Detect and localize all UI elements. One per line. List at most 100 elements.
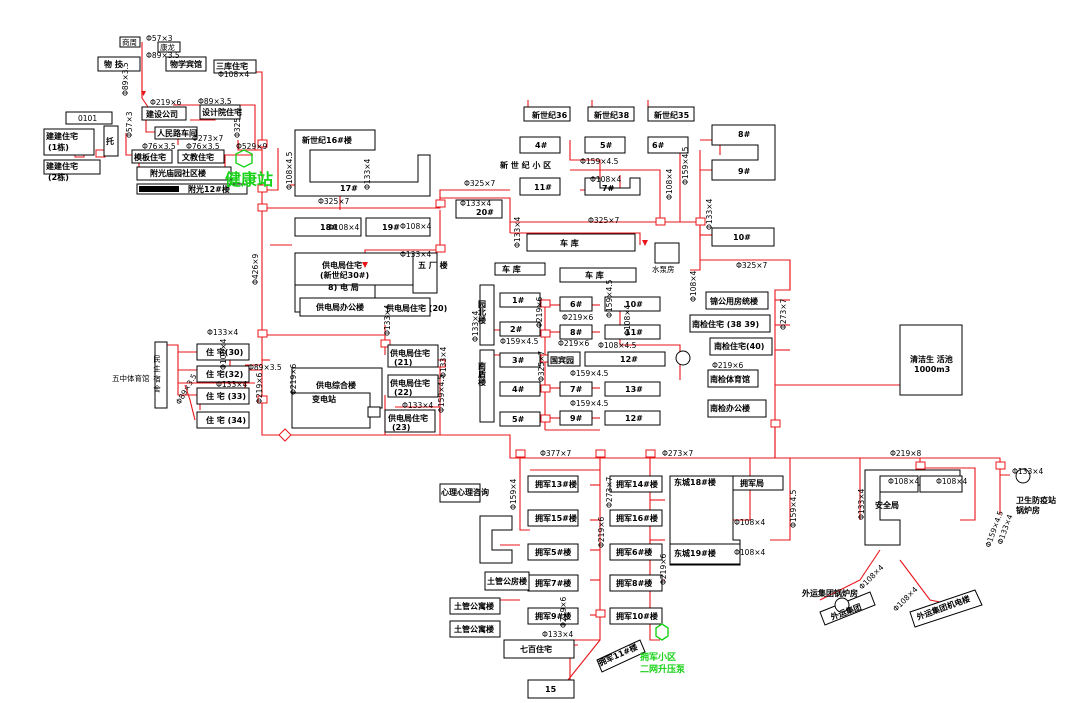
label-b_13: 13# xyxy=(625,385,643,394)
label-b_wuzhong: 五中体育馆 xyxy=(112,373,150,383)
label-b_8: 8# xyxy=(738,130,751,139)
pipe-label-34: Φ108×4 xyxy=(590,175,622,184)
pipe-label-68: Φ108×4 xyxy=(936,477,968,486)
label-b_xinshi35: 新世纪35 xyxy=(654,110,690,120)
pipe-label-13: Φ133×4 xyxy=(363,158,372,190)
label-b_3: 3# xyxy=(512,356,525,365)
pump-hexagon-icon xyxy=(655,623,669,641)
label-b_gongdian_zhu23: 供电局住宅 xyxy=(387,413,428,423)
pipe-label-44: Φ133×4 xyxy=(471,310,480,342)
label-b_zhuzhu1b: (1栋) xyxy=(48,142,69,152)
flow-arrow-icon xyxy=(642,240,648,246)
label-b_gongdian_zhu20: 供电局住宅 (20) xyxy=(385,303,447,313)
pipe-label-47: Φ219×6 xyxy=(535,296,544,328)
flow-arrow-icon xyxy=(362,262,368,268)
label-b_guoyu: 国宾园 xyxy=(550,355,574,365)
label-b_sheji: 设计院住宅 xyxy=(202,107,242,117)
label-b_6: 6# xyxy=(652,141,665,150)
pipe-label-63: Φ108×4 xyxy=(734,518,766,527)
label-b_4b: 4# xyxy=(512,385,525,394)
label-b_renmin: 人民路车间 xyxy=(157,128,197,138)
label-b_zhu34: 住 宅 (34) xyxy=(206,415,246,425)
pipe-label-30: Φ159×4.5 xyxy=(437,374,446,413)
label-b_10: 10# xyxy=(733,233,751,242)
pipe-label-7: Φ273×7 xyxy=(192,134,224,143)
pipe-label-66: Φ108×4 xyxy=(888,477,920,486)
pipe-label-1: Φ89×3.5 xyxy=(146,51,180,60)
pipe-size-labels: Φ57×3 Φ89×3.5 Φ108×4 Φ89×3.5 Φ219×6 Φ89×… xyxy=(121,34,1044,639)
label-b_water2: 1000m3 xyxy=(914,365,950,374)
buildings xyxy=(43,36,1031,699)
label-b_gongdian_zhu23b: (23) xyxy=(392,423,410,432)
pipe-label-57: Φ159×4 xyxy=(509,478,518,510)
label-b_shang2: 物 技 xyxy=(104,59,124,69)
label-b_jiang: 模板住宅 xyxy=(134,152,166,162)
pipe-label-5: Φ89×3.5 xyxy=(198,97,232,106)
label-b_fuguang2: 附光12#楼 xyxy=(188,184,230,194)
label-b_zhu33: 住 宅 (33) xyxy=(206,391,246,401)
label-b_xinshi16: 新世纪16#楼 xyxy=(302,135,352,145)
pipe-label-39: Φ325×7 xyxy=(736,261,768,270)
label-b_yajun15: 拥军15#楼 xyxy=(535,513,577,523)
flow-arrow-icon xyxy=(141,91,146,96)
label-b_18: 18# xyxy=(320,223,338,232)
pipe-label-50: Φ159×4.5 xyxy=(570,369,609,378)
pipe-label-6: Φ57×3 xyxy=(125,111,134,138)
pipe-label-67: Φ133×4 xyxy=(857,488,866,520)
label-b_dongcheng19: 东城19#楼 xyxy=(674,548,716,558)
label-b_7: 7# xyxy=(602,184,615,193)
label-b_10b: 10# xyxy=(625,300,643,309)
pipe-label-48: Φ108×4.5 xyxy=(598,341,637,350)
label-b_yajun5: 拥军5#楼 xyxy=(535,547,571,557)
pipe-label-3: Φ89×3.5 xyxy=(121,62,130,96)
label-b_tuguan2: 土管公寓楼 xyxy=(454,601,494,611)
pipe-label-27: Φ219×6 xyxy=(289,363,298,395)
label-b_tuguan1: 土管公房楼 xyxy=(487,576,527,586)
label-b_20: 20# xyxy=(476,208,494,217)
label-b_biandian: 变电站 xyxy=(312,394,336,404)
label-b_zhuzhu2b: (2栋) xyxy=(48,172,69,182)
label-b_zhuzhu1: 建建住宅 xyxy=(45,131,78,141)
pipe-label-19: Φ133×4 xyxy=(400,250,432,259)
pipe-label-51: Φ159×4.5 xyxy=(570,399,609,408)
label-b_gongdian_right: 五 厂 楼 xyxy=(418,260,448,270)
health-station-label: 健康站 xyxy=(225,170,273,189)
yajun-label-line1: 拥军小区 xyxy=(640,651,676,663)
pipe-label-32: Φ159×4.5 xyxy=(580,157,619,166)
label-b_waiyun: 外运集团锅炉房 xyxy=(802,588,858,598)
pipe-label-12: Φ108×4.5 xyxy=(285,151,294,190)
label-b_wenhua: 文教住宅 xyxy=(182,152,214,162)
pipe-label-26: Φ133×4 xyxy=(216,380,248,389)
pipe-label-28: Φ219×6 xyxy=(255,372,264,404)
pipe-label-40: Φ108×4 xyxy=(689,270,698,302)
label-b_zhuzhu2: 建建住宅 xyxy=(45,161,78,171)
pipe-label-17: Φ108×4 xyxy=(328,223,360,232)
label-b_12: 12# xyxy=(620,355,638,364)
label-b_5: 5# xyxy=(600,141,613,150)
label-b_kanglong: 康龙 xyxy=(160,42,175,52)
label-b_19: 19# xyxy=(382,223,400,232)
health-station: 健康站 xyxy=(225,149,273,189)
label-b_gongdian_zhu22b: (22) xyxy=(394,388,412,397)
pipe-label-38: Φ133×4 xyxy=(705,198,714,230)
pipe-label-14: Φ325×7 xyxy=(318,197,350,206)
label-b_15: 15 xyxy=(545,685,557,694)
label-b_shang: 商周 xyxy=(122,37,137,47)
label-b_yajun13: 拥军13#楼 xyxy=(535,479,577,489)
label-b_nanjian_gym: 南检体育馆 xyxy=(710,374,750,384)
label-b_jianyou: 建设公司 xyxy=(145,109,178,119)
label-b_yajun9: 拥军9#楼 xyxy=(535,611,571,621)
pipe-label-36: Φ108×4 xyxy=(665,168,674,200)
label-b_gongdian_zhu21: 供电局住宅 xyxy=(389,348,430,358)
pipe-label-60: Φ219×6 xyxy=(659,553,668,585)
label-b_mingmen: 民 生 宿 舍 xyxy=(152,355,161,394)
label-b_dongcheng_right: 拥军局 xyxy=(740,478,764,488)
label-b_2: 2# xyxy=(510,325,523,334)
label-b_gongdian_mid: 8) 电 局 xyxy=(328,282,359,292)
label-b_shuibeng: 水泵房 xyxy=(652,264,675,274)
label-b_fuguang: 附光庙园社区楼 xyxy=(150,168,206,178)
label-b_8b: 8# xyxy=(570,328,583,337)
label-b_mochen: 物学宾馆 xyxy=(170,59,202,69)
pipe-label-46: Φ108×4 xyxy=(623,304,632,336)
pipe-label-21: Φ133×4 xyxy=(207,328,239,337)
